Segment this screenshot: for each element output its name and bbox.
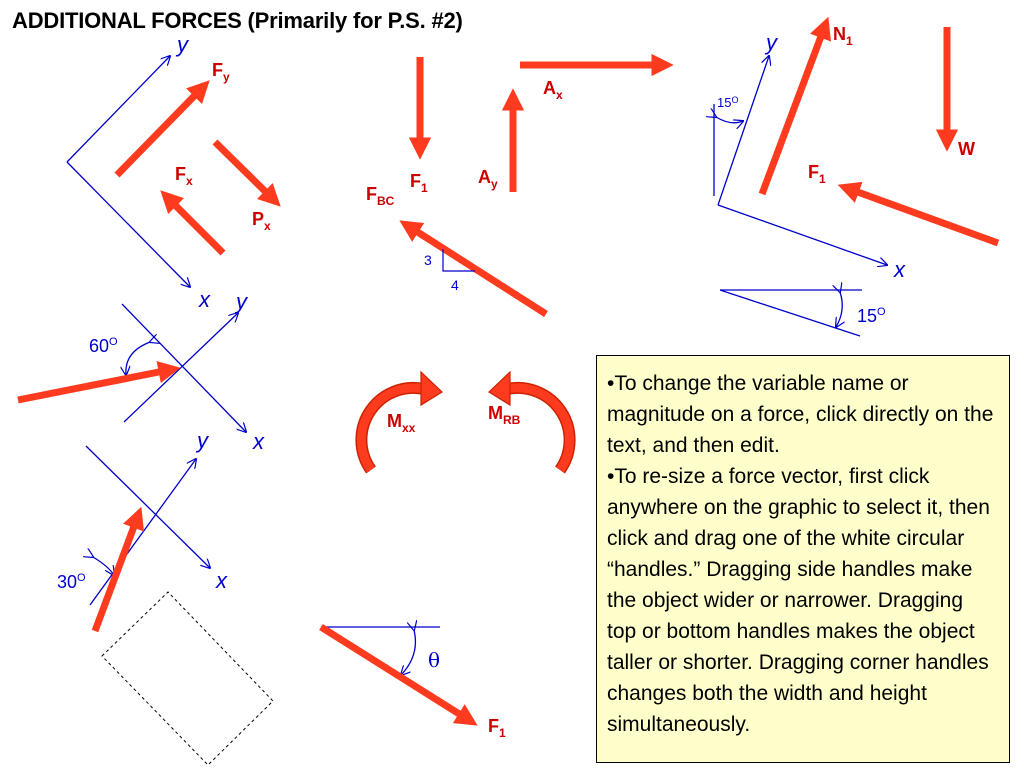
theta-angle-arc — [401, 630, 415, 675]
force-label-fbc[interactable]: FBC — [366, 184, 395, 208]
dashed-placeholder-box[interactable] — [101, 591, 274, 766]
y-axis-label[interactable]: y — [234, 289, 249, 314]
x-axis-label[interactable]: x — [215, 568, 228, 593]
angle-arc-30 — [93, 557, 114, 575]
y-axis-label[interactable]: y — [175, 32, 190, 57]
force-arrow-fbc[interactable] — [399, 220, 548, 317]
moment-label-mrb[interactable]: MRB — [488, 403, 521, 427]
moment-arrow-mxx[interactable] — [355, 370, 443, 474]
instruction-note: •To change the variable name or magnitud… — [596, 355, 1010, 763]
slope-rise-label[interactable]: 3 — [424, 252, 432, 268]
force-label-ax[interactable]: Ax — [543, 78, 563, 102]
x-axis-label[interactable]: x — [893, 257, 906, 282]
axis-line-a — [85, 445, 210, 568]
force-arrow-fy[interactable] — [114, 80, 210, 178]
force-label-w[interactable]: W — [958, 139, 975, 159]
force-arrow-f1-theta[interactable] — [319, 624, 478, 726]
rotated-axes-group-4 — [714, 56, 887, 265]
rotated-axes-group-1 — [66, 56, 190, 287]
force-arrow-n1[interactable] — [758, 16, 831, 196]
y-axis-label[interactable]: y — [195, 428, 210, 453]
axis-line-a — [121, 303, 246, 432]
force-label-f1-slant[interactable]: F1 — [808, 162, 826, 186]
x-axis-label[interactable]: x — [198, 287, 211, 312]
angle-label-60[interactable]: 60O — [89, 336, 118, 356]
rotated-axes-group-2 — [121, 303, 246, 432]
force-label-f1-down[interactable]: F1 — [410, 171, 428, 195]
force-label-ay[interactable]: Ay — [478, 167, 498, 191]
x-axis-label[interactable]: x — [252, 429, 265, 454]
page-title: ADDITIONAL FORCES (Primarily for P.S. #2… — [12, 8, 463, 33]
y-axis-line — [66, 56, 170, 163]
x-axis-line — [66, 161, 190, 287]
axis-line-b — [123, 313, 238, 423]
force-label-n1[interactable]: N1 — [833, 24, 853, 48]
angle-label-15-top[interactable]: 15O — [717, 95, 738, 110]
force-label-fy[interactable]: Fy — [212, 60, 230, 84]
angle-arc-15-bottom — [836, 292, 842, 327]
instruction-paragraph-2: •To re-size a force vector, first click … — [607, 465, 990, 736]
force-arrow-60[interactable] — [17, 361, 181, 404]
angle-label-30[interactable]: 30O — [57, 572, 86, 592]
y-axis-label[interactable]: y — [764, 30, 779, 55]
force-arrow-30[interactable] — [91, 506, 145, 633]
slope-run-label[interactable]: 4 — [451, 277, 459, 293]
angle-label-15-bottom[interactable]: 15O — [857, 306, 886, 326]
force-label-f1-theta[interactable]: F1 — [488, 716, 506, 740]
moment-label-mxx[interactable]: Mxx — [387, 411, 416, 435]
instruction-paragraph-1: •To change the variable name or magnitud… — [607, 372, 994, 457]
angle-arc-60 — [126, 342, 150, 375]
force-arrow-px[interactable] — [212, 139, 281, 207]
slope-triangle — [442, 249, 475, 272]
force-label-fx[interactable]: Fx — [175, 164, 193, 188]
theta-angle-group — [321, 627, 440, 675]
y-axis-line — [717, 56, 769, 206]
force-arrow-f1-slant[interactable] — [837, 181, 1000, 247]
angle-arc-15-top — [716, 117, 743, 123]
angle-15-bottom-group — [719, 290, 862, 337]
moment-arrow-mrb[interactable] — [488, 370, 576, 474]
theta-label[interactable]: θ — [428, 648, 440, 672]
force-arrow-fx[interactable] — [160, 190, 226, 256]
axis-line-b — [89, 459, 196, 606]
force-label-px[interactable]: Px — [252, 209, 271, 233]
rotated-axes-group-3 — [85, 445, 210, 606]
x-axis-line — [717, 204, 887, 265]
